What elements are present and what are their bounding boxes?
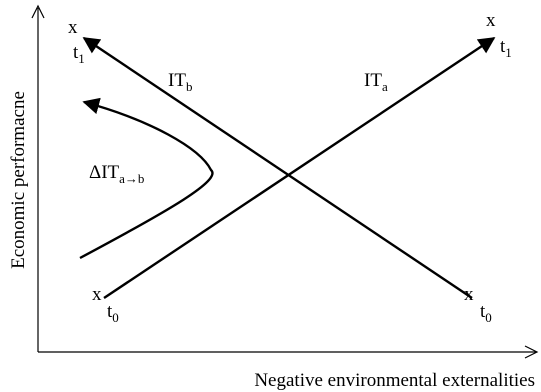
point-bottom-right-t0: x t0 — [464, 284, 492, 325]
line-it-b — [82, 37, 473, 299]
axes — [31, 4, 539, 359]
label-delta-it: ΔITa→b — [89, 162, 144, 186]
label-it-b-base: IT — [168, 70, 186, 91]
label-it-b: ITb — [168, 70, 192, 94]
x-axis-arrowhead — [524, 345, 539, 359]
label-delta-it-sub: a→b — [119, 171, 144, 186]
point-bottom-right-marker: x — [464, 284, 474, 305]
point-top-left-t: t — [73, 42, 79, 63]
label-it-a-sub: a — [382, 79, 388, 94]
label-delta-it-base: ΔIT — [89, 162, 120, 183]
point-bottom-left-t: t — [107, 301, 113, 322]
x-axis-title: Negative environmental externalities — [254, 370, 535, 391]
point-top-left-time: t1 — [73, 42, 85, 66]
line-it-a — [103, 37, 496, 299]
point-bottom-right-t: t — [480, 301, 486, 322]
y-axis-arrowhead — [31, 4, 45, 19]
label-it-b-sub: b — [186, 79, 193, 94]
point-bottom-left-time: t0 — [107, 301, 119, 325]
point-top-left-marker: x — [68, 17, 78, 38]
point-top-right-t1: x t1 — [486, 10, 512, 60]
point-bottom-right-time: t0 — [480, 301, 492, 325]
point-top-right-t: t — [500, 36, 506, 57]
point-bottom-left-t0: x t0 — [92, 284, 119, 325]
point-bottom-left-t-sub: 0 — [112, 310, 119, 325]
point-bottom-right-t-sub: 0 — [485, 310, 492, 325]
point-top-left-t-sub: 1 — [78, 51, 85, 66]
point-bottom-left-marker: x — [92, 284, 102, 305]
label-it-a-base: IT — [364, 70, 382, 91]
curve-delta-it — [79, 97, 214, 260]
point-top-right-time: t1 — [500, 36, 512, 60]
label-it-a: ITa — [364, 70, 388, 94]
point-top-right-t-sub: 1 — [505, 45, 512, 60]
point-top-right-marker: x — [486, 10, 496, 31]
point-top-left-t1: x t1 — [68, 17, 85, 66]
y-axis-title: Economic performacne — [8, 91, 29, 269]
